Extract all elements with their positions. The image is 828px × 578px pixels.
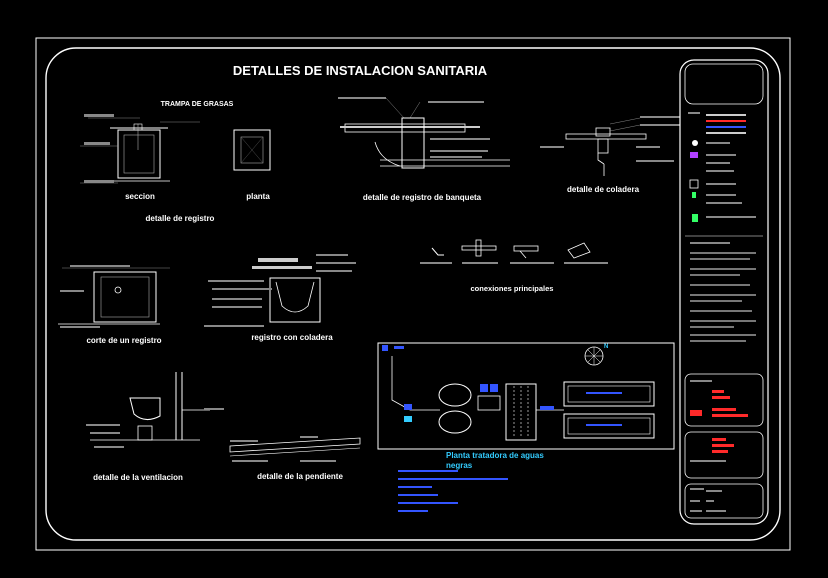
corte-registro-label: corte de un registro [86, 336, 161, 345]
outer-frame [35, 37, 791, 551]
registro-coladera-label: registro con coladera [251, 333, 333, 342]
sidewalk-register-detail: detalle de registro de banqueta [338, 97, 510, 202]
pendiente-label: detalle de la pendiente [257, 472, 343, 481]
grease-trap-section: TRAMPA DE GRASAS seccion planta detalle … [80, 101, 271, 223]
floor-drain-detail: detalle de coladera [540, 116, 680, 194]
register-with-drain-detail: registro con coladera [204, 254, 356, 342]
sheet-title: DETALLES DE INSTALACION SANITARIA [233, 63, 488, 78]
inner-rounded-border [45, 47, 781, 541]
registro-banqueta-label: detalle de registro de banqueta [363, 193, 482, 202]
seccion-label: seccion [125, 192, 155, 201]
connections-detail: conexiones principales [420, 239, 608, 293]
planta-label: planta [246, 192, 270, 201]
detalle-registro-label: detalle de registro [146, 214, 215, 223]
slope-detail: detalle de la pendiente [229, 436, 361, 481]
coladera-label: detalle de coladera [567, 185, 640, 194]
conexiones-label: conexiones principales [471, 284, 554, 293]
ventilacion-label: detalle de la ventilacion [93, 473, 183, 482]
title-block [679, 59, 769, 525]
notes-list [398, 470, 508, 512]
grease-trap-title: TRAMPA DE GRASAS [161, 101, 234, 108]
ventilation-detail: detalle de la ventilacion [86, 372, 224, 482]
north-label: N [604, 344, 608, 350]
register-cut-detail: corte de un registro [58, 265, 170, 345]
